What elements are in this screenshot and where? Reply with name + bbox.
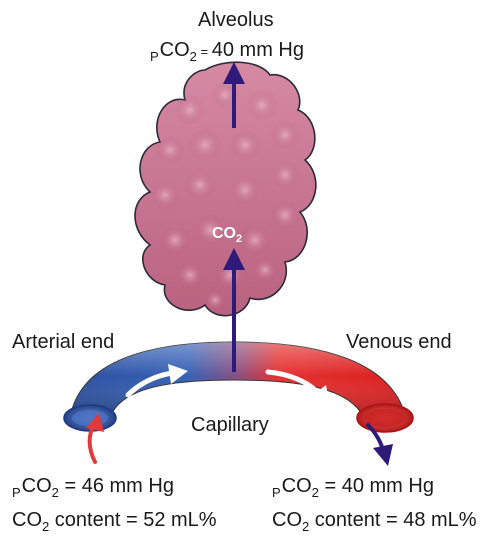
capillary-tube <box>69 341 407 419</box>
venous-outflow-arrow-head <box>373 444 393 466</box>
arterial-content-species: CO <box>12 509 42 531</box>
alveolus-co2-sub: 2 <box>236 233 243 245</box>
alveolus-pco2-equals: = <box>196 44 212 59</box>
arterial-pco2: PCO2 = 46 mm Hg <box>12 475 174 499</box>
arterial-co2-content: CO2 content = 52 mL% <box>12 509 217 533</box>
venous-end-label: Venous end <box>346 331 452 353</box>
venous-pco2-species: CO <box>281 475 312 497</box>
flow-arrow-left <box>125 370 175 398</box>
arterial-pco2-species-sub: 2 <box>51 485 59 500</box>
venous-pco2-prefix: P <box>272 485 281 500</box>
flow-arrow-right-head <box>309 385 330 406</box>
co2-exit-arrow-head <box>223 62 245 84</box>
alveolus-shape <box>134 61 317 317</box>
alveolus-co2-label: CO2 <box>212 225 243 245</box>
alveolus-pco2: PCO2 = 40 mm Hg <box>150 39 304 63</box>
alveolus-pco2-species: CO <box>159 39 190 61</box>
alveolus-title: Alveolus <box>198 9 274 31</box>
venous-content-species: CO <box>272 509 302 531</box>
arterial-content-species-sub: 2 <box>42 519 50 534</box>
alveolus-pco2-value: 40 mm Hg <box>211 39 304 61</box>
venous-content-species-sub: 2 <box>302 519 310 534</box>
flow-arrow-right <box>265 369 321 396</box>
arterial-pco2-value: 46 mm Hg <box>81 475 174 497</box>
venous-content-value: content = 48 mL% <box>309 509 477 531</box>
venous-opening-inner <box>365 409 405 427</box>
arterial-pco2-species: CO <box>21 475 52 497</box>
co2-diffusion-arrow-lower-head <box>223 248 245 270</box>
alveolus-co2-main: CO <box>212 225 236 242</box>
alveolus-pco2-species-sub: 2 <box>189 49 197 64</box>
capillary-label: Capillary <box>191 414 269 436</box>
flow-arrow-left-head <box>168 364 188 384</box>
alveolus-pco2-prefix: P <box>150 49 159 64</box>
venous-pco2-species-sub: 2 <box>311 485 319 500</box>
venous-pco2-value: 40 mm Hg <box>341 475 434 497</box>
venous-co2-content: CO2 content = 48 mL% <box>272 509 477 533</box>
venous-pco2-equals: = <box>318 475 342 497</box>
arterial-end-label: Arterial end <box>12 331 115 353</box>
arterial-pco2-prefix: P <box>12 485 21 500</box>
arterial-inflow-arrow-head <box>86 413 104 432</box>
arterial-content-value: content = 52 mL% <box>49 509 217 531</box>
arterial-pco2-equals: = <box>58 475 82 497</box>
venous-pco2: PCO2 = 40 mm Hg <box>272 475 434 499</box>
